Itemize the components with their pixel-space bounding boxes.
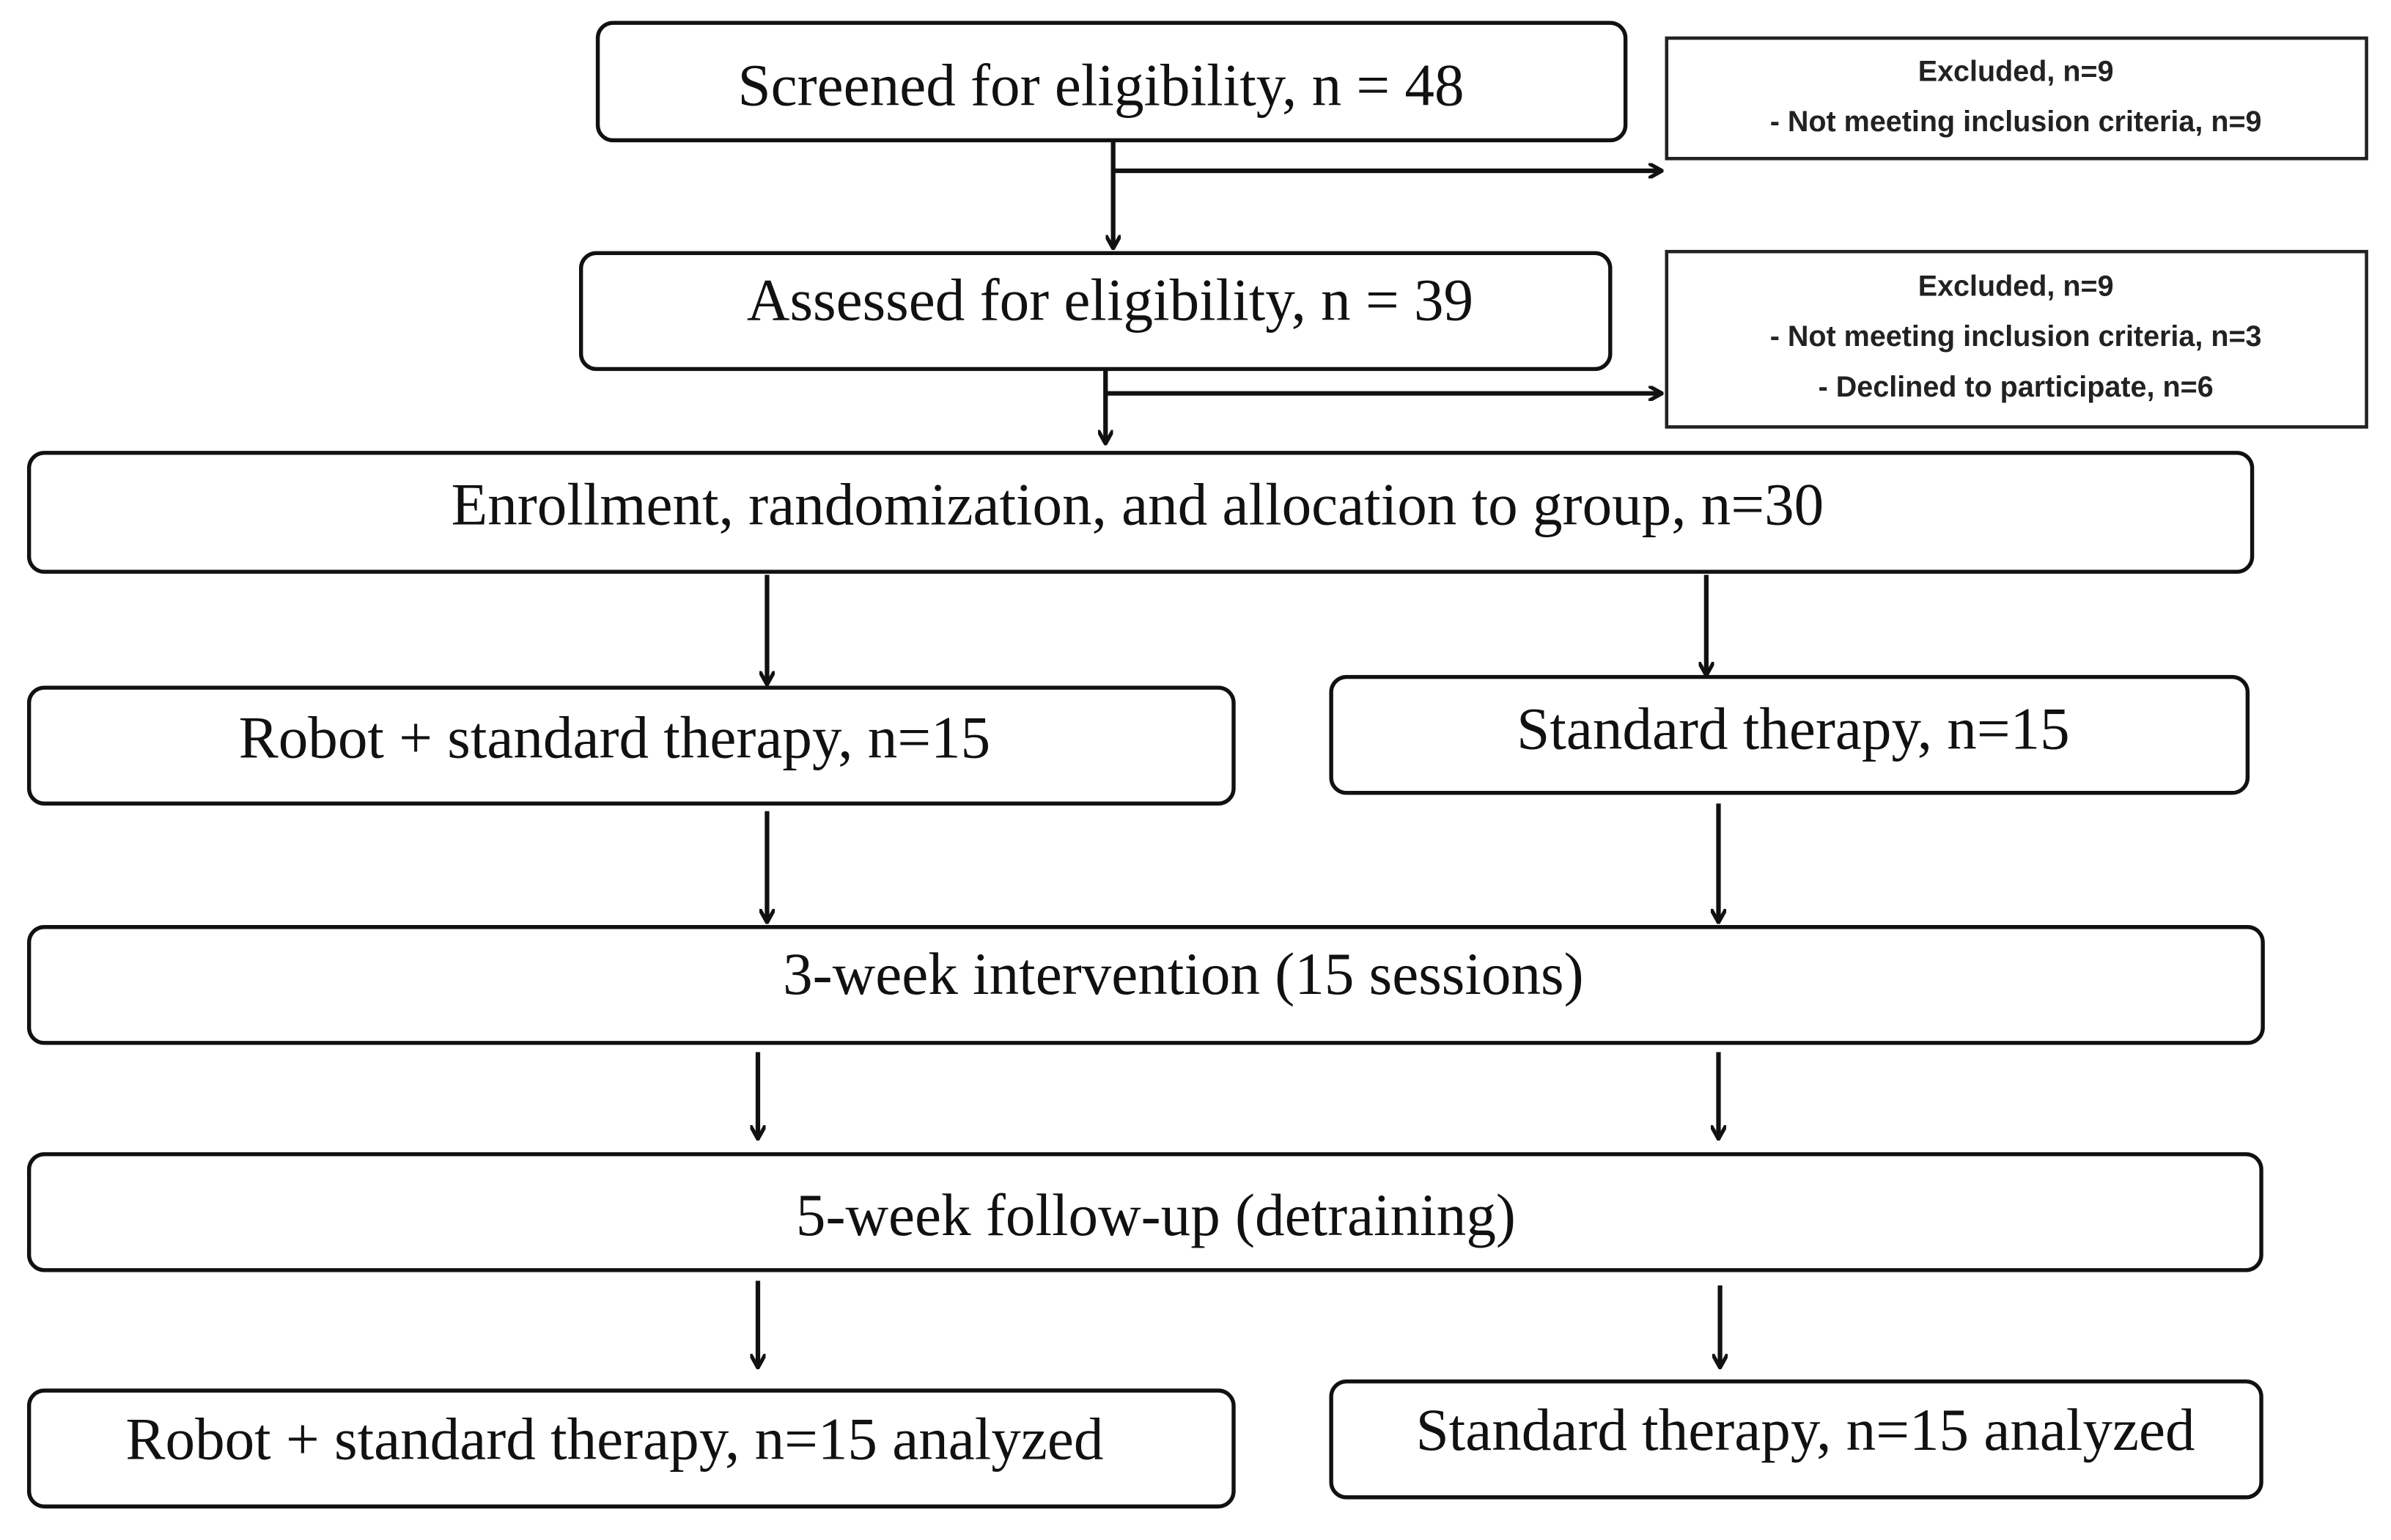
excluded-node-2: Excluded, n=9 - Not meeting inclusion cr… bbox=[1665, 249, 2368, 429]
excluded-1-line: - Not meeting inclusion criteria, n=9 bbox=[1770, 106, 2262, 138]
excluded-2-line-2: - Declined to participate, n=6 bbox=[1819, 371, 2214, 403]
robot-analyzed-label: Robot + standard therapy, n=15 analyzed bbox=[125, 1407, 1103, 1473]
followup-label: 5-week follow-up (detraining) bbox=[796, 1182, 1516, 1248]
assessed-label: Assessed for eligibility, n = 39 bbox=[747, 268, 1473, 334]
enrollment-node: Enrollment, randomization, and allocatio… bbox=[26, 451, 2255, 574]
robot-group-node: Robot + standard therapy, n=15 bbox=[26, 685, 1236, 806]
screened-label: Screened for eligibility, n = 48 bbox=[738, 52, 1465, 118]
intervention-node: 3-week intervention (15 sessions) bbox=[26, 925, 2265, 1045]
robot-group-label: Robot + standard therapy, n=15 bbox=[239, 705, 991, 771]
followup-node: 5-week follow-up (detraining) bbox=[26, 1152, 2263, 1272]
standard-group-node: Standard therapy, n=15 bbox=[1329, 674, 2250, 795]
excluded-2-title: Excluded, n=9 bbox=[1918, 270, 2114, 303]
enrollment-label: Enrollment, randomization, and allocatio… bbox=[452, 471, 1824, 537]
screened-node: Screened for eligibility, n = 48 bbox=[595, 21, 1628, 143]
excluded-node-1: Excluded, n=9 - Not meeting inclusion cr… bbox=[1665, 36, 2368, 161]
standard-analyzed-label: Standard therapy, n=15 analyzed bbox=[1416, 1397, 2195, 1463]
standard-analyzed-node: Standard therapy, n=15 analyzed bbox=[1329, 1379, 2263, 1500]
assessed-node: Assessed for eligibility, n = 39 bbox=[578, 251, 1613, 372]
standard-group-label: Standard therapy, n=15 bbox=[1517, 696, 2070, 762]
robot-analyzed-node: Robot + standard therapy, n=15 analyzed bbox=[26, 1388, 1236, 1508]
connectors bbox=[758, 140, 1720, 1366]
intervention-label: 3-week intervention (15 sessions) bbox=[783, 941, 1583, 1007]
excluded-1-title: Excluded, n=9 bbox=[1918, 55, 2114, 87]
excluded-2-line-1: - Not meeting inclusion criteria, n=3 bbox=[1770, 320, 2262, 353]
